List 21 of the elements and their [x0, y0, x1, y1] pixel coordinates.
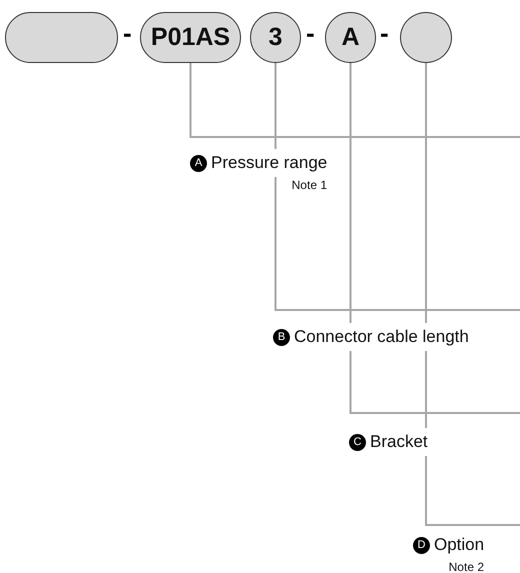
- note-text: Note 1: [292, 178, 327, 192]
- letter-badge: B: [273, 328, 290, 346]
- category-label: Bracket: [370, 428, 428, 456]
- leader-line: [274, 63, 276, 311]
- category-label: Pressure range: [211, 149, 328, 177]
- separator-dash: -: [123, 18, 132, 49]
- blank-code-circle: [400, 12, 452, 63]
- separator-dash: -: [306, 18, 315, 49]
- letter-badge: A: [190, 154, 207, 172]
- code-segment: P01AS: [140, 12, 241, 63]
- leader-line: [350, 63, 352, 414]
- letter-badge: C: [349, 434, 366, 450]
- separator-dash: -: [380, 18, 389, 49]
- code-segment: 3: [250, 12, 301, 63]
- note-text: Note 2: [448, 560, 484, 573]
- letter-badge: D: [413, 536, 430, 554]
- leader-line: [425, 63, 427, 526]
- category-label: Connector cable length: [294, 323, 469, 351]
- code-segment: A: [325, 12, 376, 63]
- leader-line: [190, 63, 192, 138]
- blank-code-segment: [5, 12, 118, 63]
